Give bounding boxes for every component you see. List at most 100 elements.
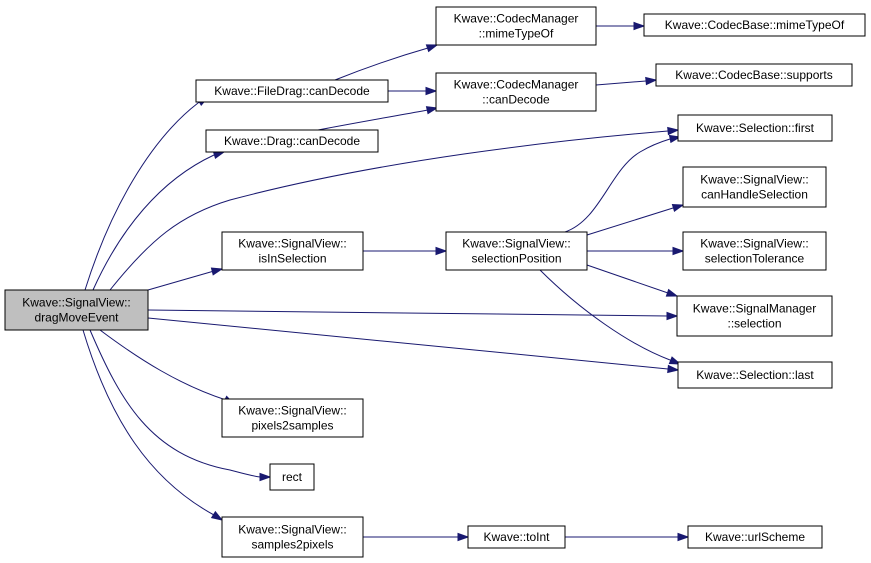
edge-root-sel_first xyxy=(109,126,680,291)
edges-layer xyxy=(82,21,690,542)
edge-arrowhead xyxy=(666,311,679,321)
node-sel_first[interactable]: Kwave::Selection::first xyxy=(677,114,833,142)
node-label: Kwave::SignalView:: xyxy=(462,237,571,251)
node-label: Kwave::SignalView:: xyxy=(700,237,809,251)
edge-arrowhead xyxy=(457,532,470,542)
node-box xyxy=(435,72,597,112)
edge-root-isinsel xyxy=(147,267,224,291)
node-label: pixels2samples xyxy=(251,419,333,433)
node-box xyxy=(445,231,588,271)
node-label: Kwave::Drag::canDecode xyxy=(224,134,360,148)
edge-cm_mime-cb_mime xyxy=(596,21,646,31)
edge-arrowhead xyxy=(667,126,680,136)
edge-line xyxy=(595,80,647,86)
edge-line xyxy=(334,47,429,81)
edge-selpos-canhandle xyxy=(586,203,685,236)
edge-line xyxy=(586,207,674,236)
edge-line xyxy=(147,317,669,370)
node-isinsel[interactable]: Kwave::SignalView::isInSelection xyxy=(221,231,364,271)
node-label: Kwave::FileDrag::canDecode xyxy=(214,84,370,98)
edge-line xyxy=(539,269,671,361)
node-label: Kwave::SignalView:: xyxy=(22,296,131,310)
edge-drag-cm_decode xyxy=(317,106,439,131)
node-label: Kwave::SignalView:: xyxy=(238,523,347,537)
node-box xyxy=(205,129,379,153)
node-label: Kwave::toInt xyxy=(483,530,550,544)
edge-arrowhead xyxy=(677,532,690,542)
edge-arrowhead xyxy=(425,86,438,96)
node-label: ::mimeTypeOf xyxy=(479,27,554,41)
edge-arrowhead xyxy=(645,76,658,86)
node-box xyxy=(221,516,364,558)
edge-line xyxy=(147,309,669,317)
edge-selpos-sel_last xyxy=(539,269,682,365)
node-box xyxy=(195,79,389,103)
edge-line xyxy=(92,154,215,291)
edge-root-drag xyxy=(92,150,226,291)
node-label: Kwave::CodecManager xyxy=(454,78,579,92)
edge-filedrag-cm_decode xyxy=(388,86,438,96)
edge-line xyxy=(564,138,671,233)
node-label: Kwave::SignalView:: xyxy=(238,237,347,251)
node-box xyxy=(221,231,364,271)
edge-line xyxy=(82,329,215,516)
edge-line xyxy=(147,270,215,291)
edge-selpos-seltol xyxy=(587,246,685,256)
node-label: Kwave::SignalView:: xyxy=(238,404,347,418)
node-cm_mime[interactable]: Kwave::CodecManager::mimeTypeOf xyxy=(435,6,597,46)
edge-arrowhead xyxy=(259,472,272,482)
node-box xyxy=(655,63,853,87)
edge-toint-urlscheme xyxy=(565,532,690,542)
edge-line xyxy=(586,264,669,294)
node-label: isInSelection xyxy=(258,252,326,266)
node-canhandle[interactable]: Kwave::SignalView::canHandleSelection xyxy=(682,166,827,208)
node-box xyxy=(677,361,833,389)
edge-root-filedrag xyxy=(84,96,210,291)
edge-arrowhead xyxy=(212,150,226,160)
node-root[interactable]: Kwave::SignalView::dragMoveEvent xyxy=(4,289,149,331)
node-sel_last[interactable]: Kwave::Selection::last xyxy=(677,361,833,389)
node-filedrag[interactable]: Kwave::FileDrag::canDecode xyxy=(195,79,389,103)
node-box xyxy=(682,231,827,271)
node-box xyxy=(221,398,364,438)
node-seltol[interactable]: Kwave::SignalView::selectionTolerance xyxy=(682,231,827,271)
node-label: Kwave::CodecBase::mimeTypeOf xyxy=(665,18,845,32)
node-cb_mime[interactable]: Kwave::CodecBase::mimeTypeOf xyxy=(643,13,866,37)
node-box xyxy=(682,166,827,208)
node-label: Kwave::urlScheme xyxy=(705,530,805,544)
node-s2p[interactable]: Kwave::SignalView::samples2pixels xyxy=(221,516,364,558)
node-box xyxy=(643,13,866,37)
edge-root-sel_last xyxy=(147,317,680,374)
node-urlscheme[interactable]: Kwave::urlScheme xyxy=(687,525,823,549)
nodes-layer: Kwave::SignalView::dragMoveEvent Kwave::F… xyxy=(4,6,866,558)
edge-cm_decode-cb_supports xyxy=(595,76,658,86)
edge-line xyxy=(109,130,669,291)
edge-arrowhead xyxy=(672,246,685,256)
edge-arrowhead xyxy=(667,364,680,374)
node-p2s[interactable]: Kwave::SignalView::pixels2samples xyxy=(221,398,364,438)
edge-arrowhead xyxy=(435,246,448,256)
node-box xyxy=(435,6,597,46)
node-toint[interactable]: Kwave::toInt xyxy=(467,525,566,549)
node-selpos[interactable]: Kwave::SignalView::selectionPosition xyxy=(445,231,588,271)
node-label: ::canDecode xyxy=(482,93,550,107)
edge-line xyxy=(84,102,199,291)
node-label: Kwave::CodecBase::supports xyxy=(675,68,832,82)
edge-line xyxy=(89,329,261,478)
node-label: Kwave::SignalView:: xyxy=(700,173,809,187)
edge-line xyxy=(317,109,429,131)
edge-arrowhead xyxy=(210,510,224,521)
node-box xyxy=(4,289,149,331)
node-label: selectionPosition xyxy=(471,252,561,266)
edge-arrowhead xyxy=(671,203,685,213)
edge-selpos-sigmgr xyxy=(586,264,679,297)
node-label: ::selection xyxy=(727,317,781,331)
node-drag[interactable]: Kwave::Drag::canDecode xyxy=(205,129,379,153)
node-sigmgr[interactable]: Kwave::SignalManager::selection xyxy=(676,295,833,337)
node-cm_decode[interactable]: Kwave::CodecManager::canDecode xyxy=(435,72,597,112)
edge-root-p2s xyxy=(99,329,236,405)
node-box xyxy=(677,114,833,142)
node-rect[interactable]: rect xyxy=(269,463,315,491)
node-cb_supports[interactable]: Kwave::CodecBase::supports xyxy=(655,63,853,87)
